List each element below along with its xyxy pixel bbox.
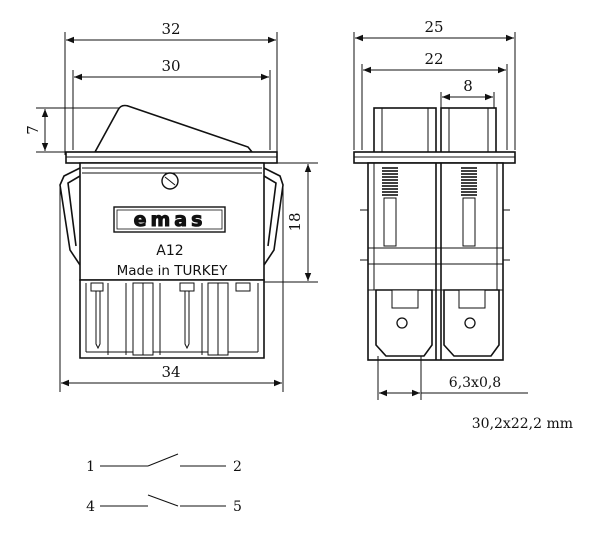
dimension-22: 22 xyxy=(363,50,506,74)
schematic: 1 2 4 5 xyxy=(86,453,242,515)
right-clip xyxy=(263,167,284,266)
dimension-7: 7 xyxy=(24,107,122,153)
dim-label-18: 18 xyxy=(286,212,304,231)
dim-label-32: 32 xyxy=(161,20,180,38)
cutout-size-label: 30,2x22,2 mm xyxy=(472,416,573,432)
rib-pattern xyxy=(382,167,477,247)
switch-1-1-2: 1 2 xyxy=(86,453,242,475)
front-terminals xyxy=(90,282,251,356)
rocker-actuator xyxy=(93,104,254,153)
brand-logo: emas xyxy=(113,206,226,233)
pin-label-2: 2 xyxy=(233,459,242,475)
screw-icon xyxy=(161,172,179,190)
side-terminals xyxy=(375,289,500,357)
dim-label-22: 22 xyxy=(424,50,443,68)
dimension-25: 25 xyxy=(355,18,514,42)
front-view: 32 30 7 xyxy=(24,20,318,392)
model-marking: A12 xyxy=(156,243,183,259)
dimension-terminal: 6,3x0,8 xyxy=(377,356,528,400)
brand-name: emas xyxy=(134,209,207,231)
switch-2-4-5: 4 5 xyxy=(86,494,242,515)
dim-label-8: 8 xyxy=(463,77,473,95)
dim-label-7: 7 xyxy=(24,125,42,135)
dimension-32: 32 xyxy=(66,20,276,44)
top-tab-left xyxy=(373,107,437,154)
dim-label-34: 34 xyxy=(161,363,180,381)
side-view: 25 22 8 xyxy=(353,18,528,400)
dimension-8: 8 xyxy=(442,77,493,101)
dimension-34: 34 xyxy=(59,185,284,392)
dim-label-25: 25 xyxy=(424,18,443,36)
dimension-18: 18 xyxy=(264,162,318,283)
dimension-30: 30 xyxy=(74,57,269,81)
dim-label-terminal: 6,3x0,8 xyxy=(449,375,501,391)
pin-label-5: 5 xyxy=(233,499,242,515)
origin-marking: Made in TURKEY xyxy=(117,263,229,279)
dim-label-30: 30 xyxy=(161,57,180,75)
pin-label-4: 4 xyxy=(86,499,95,515)
pin-label-1: 1 xyxy=(86,459,95,475)
